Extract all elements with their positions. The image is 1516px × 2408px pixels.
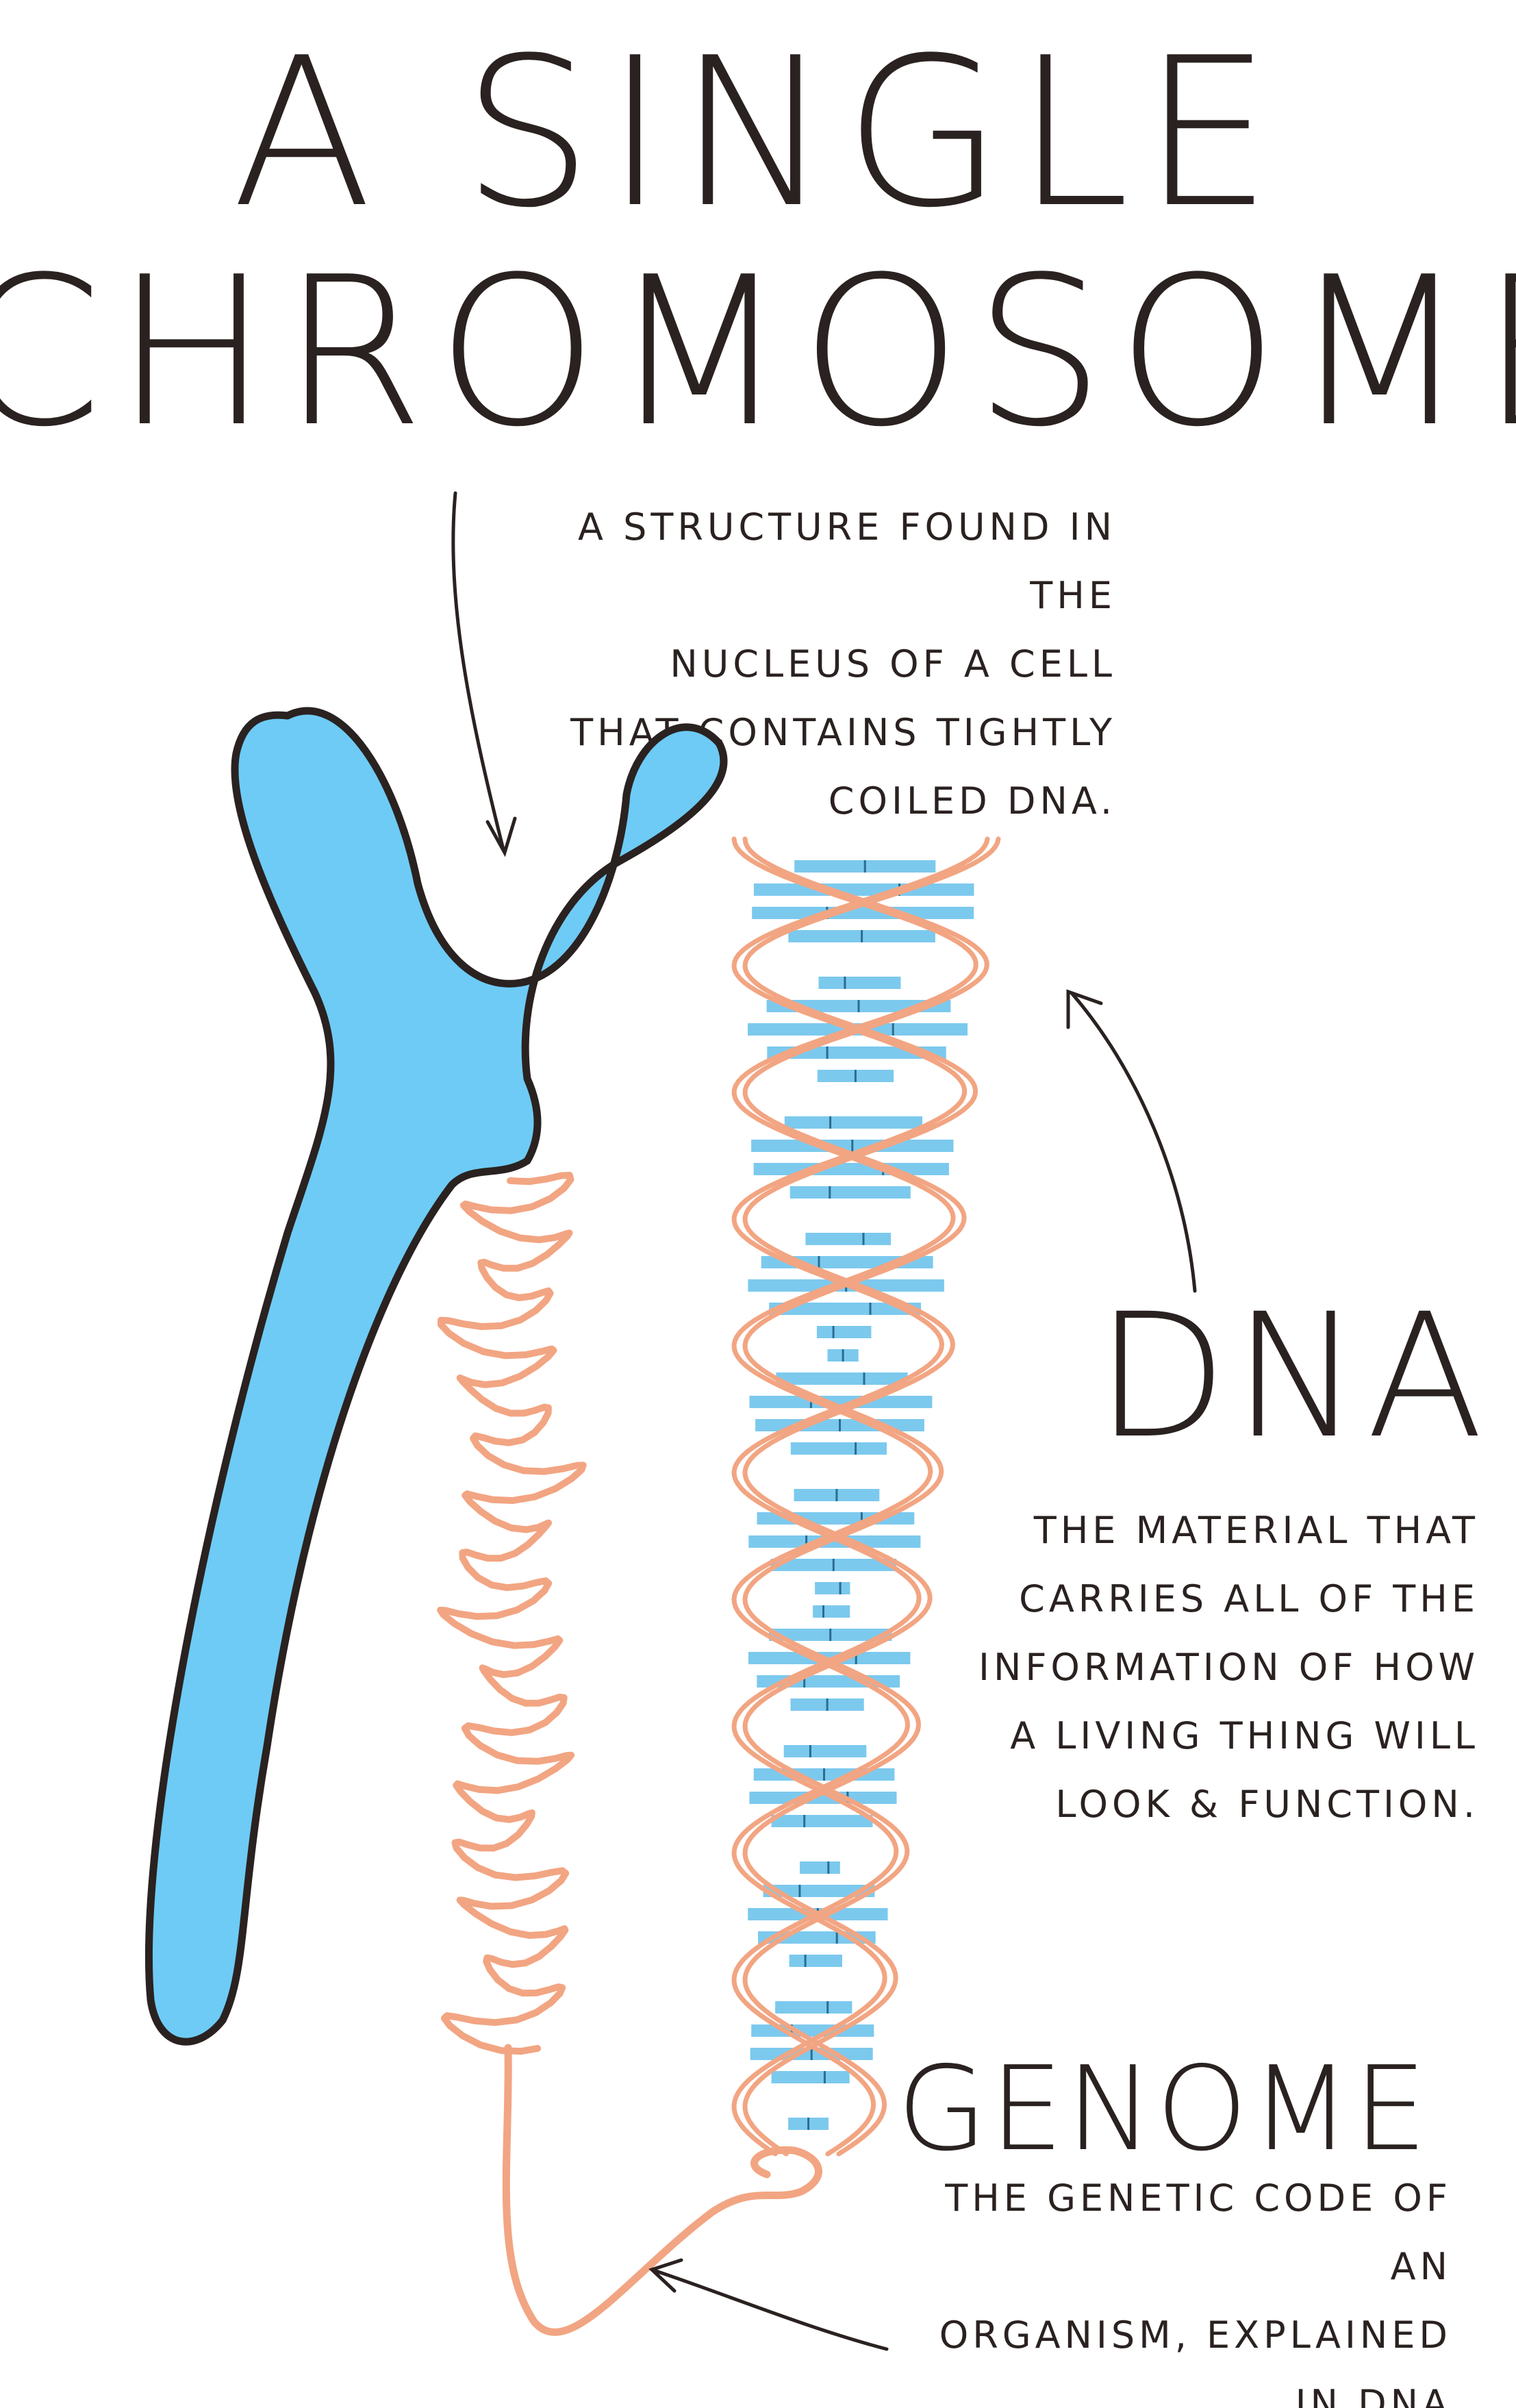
chromatin-coil-path	[437, 1172, 587, 2055]
base-pair-rung	[805, 1233, 891, 1245]
base-pair-rung	[815, 1582, 850, 1594]
chromosome-arrow	[451, 491, 517, 857]
base-pair-rung	[753, 883, 974, 896]
chromatin-coil	[437, 1172, 587, 2055]
base-pair-rung	[776, 1372, 908, 1385]
dna-description: The material that carries all of the inf…	[978, 1509, 1479, 1826]
base-pair-rung	[784, 1116, 922, 1129]
base-pair-rung	[818, 977, 901, 989]
base-pair-rung	[751, 2024, 874, 2037]
base-pair-rung	[800, 1861, 840, 1874]
dna-strand-1-edge-1	[731, 836, 990, 2157]
base-pair-rung	[769, 1303, 921, 1315]
genome-description: The genetic code of an organism, explain…	[939, 2177, 1452, 2408]
base-pair-rung	[816, 1326, 872, 1338]
base-pair-rung	[749, 1792, 897, 1804]
base-pair-rung	[775, 2001, 852, 2014]
base-pair-rung	[752, 907, 974, 919]
dna-strand-2-edge-2	[742, 836, 989, 2157]
dna-label: DNA	[1096, 1277, 1489, 1476]
dna-strand-1-edge-2	[742, 836, 1001, 2157]
chromosome-body	[144, 707, 728, 2046]
base-pair-rung	[771, 1815, 873, 1827]
dna-strand-2-edge-1	[731, 836, 978, 2157]
base-pair-rung	[813, 1605, 850, 1618]
title-line-2: Chromosome	[0, 233, 1516, 472]
chromosome-description: A structure found in the nucleus of a ce…	[570, 505, 1116, 823]
base-pair-rung	[753, 1163, 949, 1175]
base-pair-rung	[789, 1186, 911, 1199]
genome-arrow	[648, 2258, 889, 2351]
base-pair-rung	[789, 1955, 842, 1967]
base-pair-rung	[749, 1396, 933, 1408]
chromatin-tail	[502, 2044, 822, 2336]
base-pair-rung	[763, 1885, 875, 1897]
title-line-1: A Single	[231, 14, 1285, 253]
genome-label: Genome	[897, 2042, 1430, 2177]
base-pair-rung	[790, 1442, 887, 1455]
dna-double-helix	[731, 836, 1001, 2157]
base-pair-rung	[748, 1535, 921, 1548]
base-pair-rung	[783, 1745, 867, 1757]
base-pair-rung	[771, 2071, 850, 2083]
dna-arrow	[1066, 989, 1197, 1293]
